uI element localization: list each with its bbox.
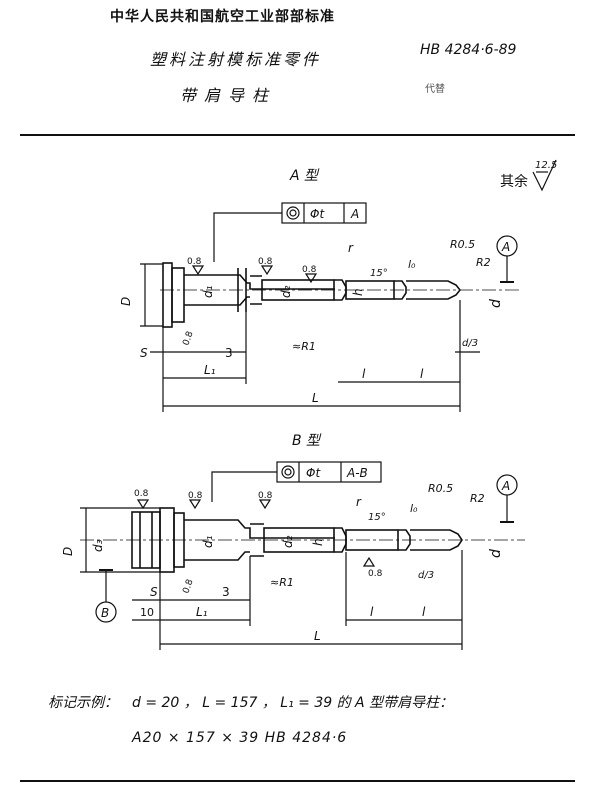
svg-text:A: A — [501, 479, 510, 493]
svg-text:15°: 15° — [368, 512, 386, 523]
svg-text:D: D — [61, 547, 75, 556]
svg-text:0.8: 0.8 — [181, 578, 195, 595]
svg-text:d₃: d₃ — [91, 539, 105, 552]
svg-text:A: A — [501, 240, 510, 254]
svg-text:d₂: d₂ — [281, 535, 295, 548]
svg-text:l₀: l₀ — [410, 502, 418, 515]
svg-text:h: h — [351, 288, 365, 296]
tolerance-frame-b: Φt A-B — [276, 461, 382, 483]
document-title: 塑料注射模标准零件 — [150, 50, 322, 69]
svg-text:A: A — [350, 207, 359, 221]
svg-text:10: 10 — [140, 606, 154, 619]
concentricity-icon — [286, 206, 300, 220]
svg-text:r: r — [356, 495, 362, 509]
svg-text:h: h — [311, 538, 325, 546]
svg-text:r: r — [348, 241, 354, 255]
svg-text:≈R1: ≈R1 — [292, 340, 316, 353]
roughness-other-label: 其余 — [500, 173, 528, 190]
concentricity-icon — [281, 465, 295, 479]
svg-text:l: l — [420, 367, 424, 381]
svg-text:S: S — [150, 585, 158, 599]
svg-text:Φt: Φt — [310, 207, 325, 221]
svg-text:B: B — [101, 606, 109, 620]
svg-text:R0.5: R0.5 — [450, 238, 475, 251]
svg-text:d: d — [488, 299, 504, 308]
header-rule — [20, 134, 575, 136]
svg-text:0.8: 0.8 — [134, 489, 149, 499]
footer-rule — [20, 780, 575, 782]
svg-text:l₀: l₀ — [408, 258, 416, 271]
svg-text:d₁: d₁ — [201, 285, 215, 298]
svg-text:L₁: L₁ — [204, 363, 216, 377]
svg-text:d/3: d/3 — [418, 570, 434, 581]
guide-pillar-a-outline — [162, 262, 462, 328]
svg-text:0.8: 0.8 — [181, 330, 195, 347]
svg-text:L: L — [312, 391, 319, 405]
type-b-label: B 型 — [292, 433, 322, 449]
svg-text:d₁: d₁ — [201, 535, 215, 548]
svg-text:l: l — [362, 367, 366, 381]
svg-text:R2: R2 — [476, 256, 491, 269]
standard-organization: 中华人民共和国航空工业部部标准 — [110, 9, 335, 25]
guide-pillar-b-outline — [131, 507, 463, 573]
svg-text:L₁: L₁ — [196, 605, 208, 619]
marking-example-text: d = 20 ， L = 157 ， L₁ = 39 的 A 型带肩导柱： — [132, 695, 454, 711]
type-a-label: A 型 — [289, 168, 320, 184]
svg-text:d/3: d/3 — [462, 338, 478, 349]
svg-text:A-B: A-B — [346, 466, 368, 480]
svg-text:≈R1: ≈R1 — [270, 576, 294, 589]
svg-text:d₂: d₂ — [279, 285, 293, 298]
svg-text:0.8: 0.8 — [258, 491, 273, 501]
svg-text:D: D — [119, 297, 133, 306]
svg-text:l: l — [370, 605, 374, 619]
svg-text:L: L — [314, 629, 321, 643]
svg-text:R0.5: R0.5 — [428, 482, 453, 495]
standard-code: HB 4284·6-89 — [420, 42, 517, 58]
svg-text:R2: R2 — [470, 492, 485, 505]
part-name: 带肩导柱 — [180, 86, 277, 105]
marking-example-label: 标记示例： — [48, 695, 118, 711]
svg-text:0.8: 0.8 — [302, 265, 317, 275]
svg-text:3: 3 — [225, 346, 233, 360]
svg-text:l: l — [422, 605, 426, 619]
roughness-value: 12.5 — [535, 160, 557, 171]
replaces-note: 代替 — [425, 84, 445, 95]
marking-example-code: A20 × 157 × 39 HB 4284·6 — [132, 730, 348, 746]
svg-text:3: 3 — [222, 585, 230, 599]
svg-text:0.8: 0.8 — [187, 257, 202, 267]
svg-text:15°: 15° — [370, 268, 388, 279]
svg-text:Φt: Φt — [306, 466, 321, 480]
svg-text:S: S — [140, 346, 148, 360]
svg-text:d: d — [488, 549, 504, 558]
svg-text:0.8: 0.8 — [188, 491, 203, 501]
svg-text:0.8: 0.8 — [368, 569, 383, 579]
roughness-check-icon — [532, 159, 557, 192]
svg-text:0.8: 0.8 — [258, 257, 273, 267]
